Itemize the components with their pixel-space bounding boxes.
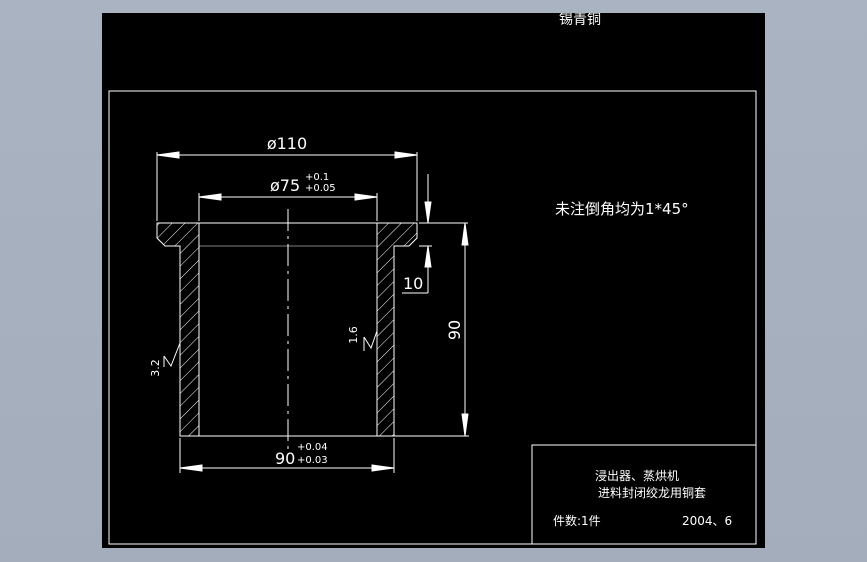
roughness-symbol-inner <box>363 330 378 351</box>
roughness-symbol-outer <box>163 342 181 368</box>
outer-diameter-dimension <box>156 151 418 221</box>
drawing-sheet: 锡青铜 浸出器、蒸烘机 进料封闭绞龙用铜套 件数:1件 2004、6 未注倒角均… <box>102 13 765 548</box>
body-tol-upper: +0.04 <box>297 442 328 453</box>
bushing-section <box>156 222 418 437</box>
left-wall-hatch <box>156 222 200 437</box>
quantity-label: 件数:1件 <box>553 513 601 528</box>
height-label: 90 <box>445 320 464 340</box>
flange-thickness-label: 10 <box>403 274 423 293</box>
inner-diameter-label: ø75 <box>270 176 300 195</box>
outer-diameter-label: ø110 <box>267 134 307 153</box>
title-line-1: 浸出器、蒸烘机 <box>595 469 679 483</box>
roughness-inner-label: 1.6 <box>347 326 360 344</box>
inner-tol-upper: +0.1 <box>305 172 329 183</box>
title-block <box>531 444 757 545</box>
body-diameter-label: 90 <box>275 449 295 468</box>
date-label: 2004、6 <box>682 514 732 528</box>
material-label: 锡青铜 <box>559 13 601 28</box>
drawing-frame <box>108 90 757 545</box>
body-diameter-dimension <box>179 438 395 473</box>
height-dimension <box>394 222 469 437</box>
inner-diameter-dimension <box>198 193 378 221</box>
body-tol-lower: +0.03 <box>297 455 328 466</box>
roughness-outer-label: 3.2 <box>149 359 162 377</box>
right-wall-hatch <box>376 222 418 437</box>
inner-tol-lower: +0.05 <box>305 183 336 194</box>
title-line-2: 进料封闭绞龙用铜套 <box>598 485 706 500</box>
bushing-drawing: 锡青铜 浸出器、蒸烘机 进料封闭绞龙用铜套 件数:1件 2004、6 未注倒角均… <box>108 13 757 545</box>
chamfer-note: 未注倒角均为1*45° <box>555 200 689 218</box>
flange-thickness-dimension <box>402 174 468 294</box>
